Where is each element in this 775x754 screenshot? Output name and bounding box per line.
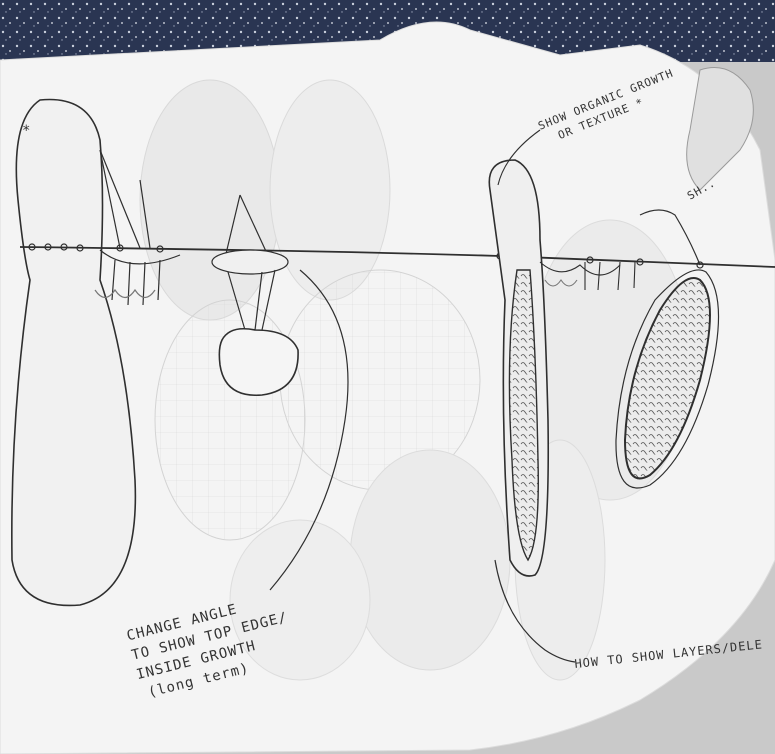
star-mark: * (22, 123, 31, 139)
